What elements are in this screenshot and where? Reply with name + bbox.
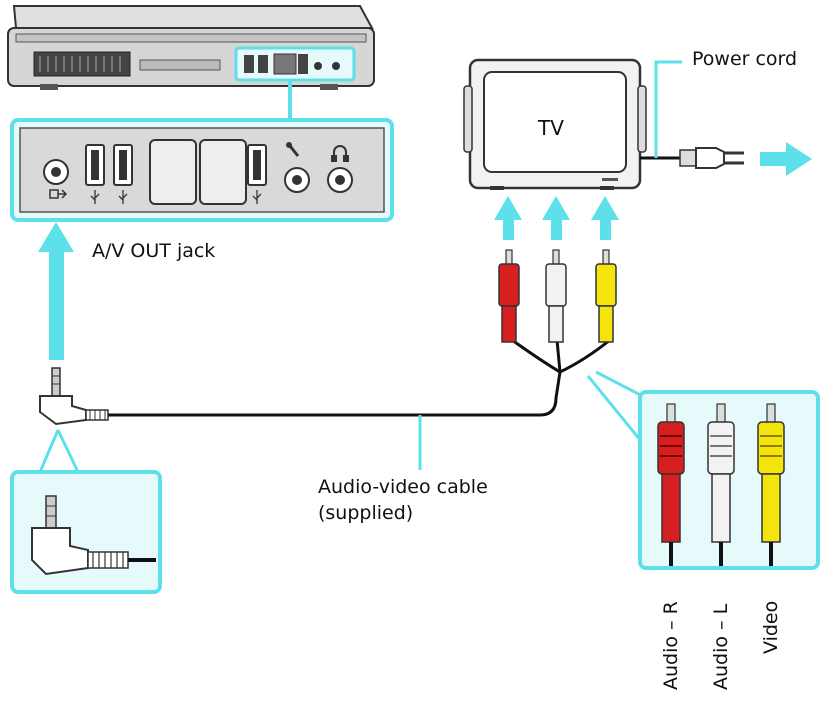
- cable-label-line2: (supplied): [318, 502, 414, 524]
- arrow-icon: [494, 196, 522, 240]
- audio-r-label: Audio – R: [660, 601, 682, 690]
- rca-plug-white-detail: [707, 403, 735, 566]
- audio-l-label: Audio – L: [710, 603, 732, 690]
- port-panel-callout: [10, 118, 394, 222]
- rca-plug-red: [498, 249, 520, 343]
- microphone-icon: [286, 142, 300, 157]
- usb-icon: [252, 190, 262, 204]
- mini-plug-callout: [10, 470, 162, 594]
- tv-label: TV: [538, 116, 564, 140]
- rca-plug-yellow-detail: [757, 403, 785, 566]
- usb-icon: [118, 190, 128, 204]
- microphone-jack: [284, 167, 310, 193]
- laptop: [7, 5, 375, 90]
- mini-plug: [39, 367, 109, 426]
- rca-callout: [638, 390, 820, 570]
- av-out-icon: [49, 189, 68, 199]
- power-cord-pointer: [654, 60, 682, 158]
- av-out-port: [43, 159, 69, 185]
- headphone-jack: [327, 167, 353, 193]
- port-cover: [149, 139, 197, 205]
- av-out-jack-label: A/V OUT jack: [92, 240, 216, 262]
- usb-icon: [90, 190, 100, 204]
- callout-connector: [38, 429, 60, 473]
- usb-port: [85, 144, 105, 186]
- arrow-icon: [591, 196, 619, 240]
- tv: [463, 58, 647, 190]
- arrow-icon: [542, 196, 570, 240]
- power-cord: [640, 147, 744, 169]
- rca-plug-white: [545, 249, 567, 343]
- video-label: Video: [760, 600, 782, 654]
- audio-video-cable: [108, 338, 611, 417]
- arrow-icon: [760, 142, 812, 176]
- power-cord-label: Power cord: [692, 48, 798, 70]
- port-cover: [199, 139, 247, 205]
- usb-port: [113, 144, 133, 186]
- rca-plug-red-detail: [657, 403, 685, 566]
- rca-plug-yellow: [595, 249, 617, 343]
- arrow-icon: [38, 222, 74, 360]
- headphone-icon: [331, 145, 349, 162]
- callout-connector: [56, 429, 80, 473]
- usb-port: [247, 144, 267, 186]
- cable-label-line1: Audio-video cable: [318, 476, 488, 498]
